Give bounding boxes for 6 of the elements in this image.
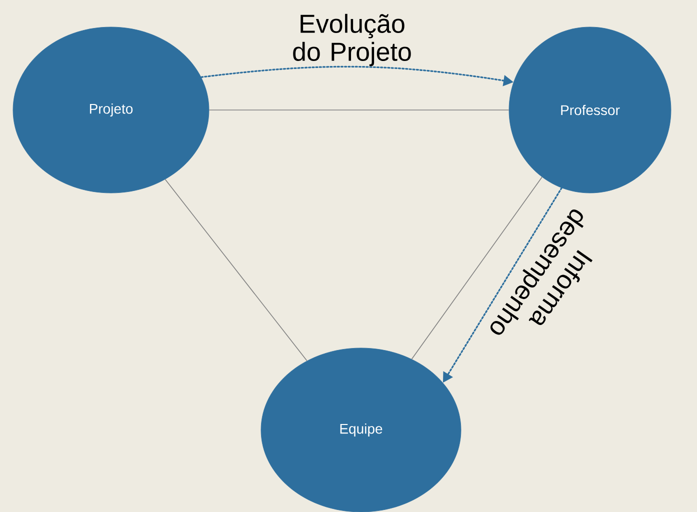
edge-label: Evolução do Projeto <box>293 14 411 66</box>
connector-line <box>164 178 308 362</box>
ellipse-node: Projeto <box>12 26 210 194</box>
connector-line <box>411 176 542 360</box>
ellipse-node: Equipe <box>260 348 462 512</box>
ellipse-node: Professor <box>508 26 672 194</box>
